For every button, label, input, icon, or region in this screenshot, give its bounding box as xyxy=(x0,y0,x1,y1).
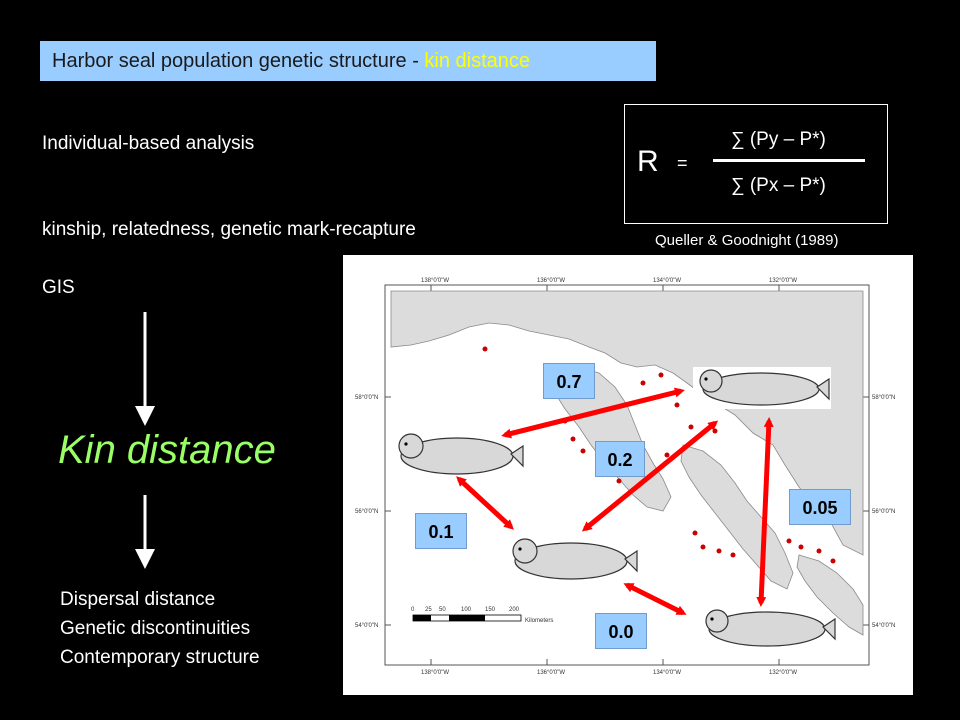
scale-tick: 0 xyxy=(411,607,415,613)
fraction-bar xyxy=(713,159,865,162)
coordinate-labels: 138°0'0"W 136°0'0"W 134°0'0"W 132°0'0"W … xyxy=(355,278,895,676)
lon-label: 138°0'0"W xyxy=(421,278,449,284)
scale-tick: 150 xyxy=(485,607,496,613)
gis-text: GIS xyxy=(42,277,75,298)
relatedness-label: 0.7 xyxy=(543,363,595,399)
map-ticks xyxy=(385,285,869,665)
outcome-item: Genetic discontinuities xyxy=(60,618,251,639)
relatedness-label: 0.05 xyxy=(789,489,851,525)
double-arrow-icon xyxy=(623,582,687,616)
seal-icon xyxy=(398,433,524,475)
double-arrow-icon xyxy=(501,387,685,439)
relatedness-label: 0.0 xyxy=(595,613,647,649)
kin-distance-heading: Kin distance xyxy=(58,428,276,472)
islands xyxy=(796,554,864,636)
double-arrow-icon xyxy=(581,420,719,532)
title-highlight: kin distance xyxy=(424,50,531,72)
slide-title: Harbor seal population genetic structure… xyxy=(40,41,656,81)
lat-label: 54°0'0"N xyxy=(355,623,378,629)
formula-lhs: R xyxy=(637,145,659,178)
outcomes-list: Dispersal distance Genetic discontinuiti… xyxy=(60,585,260,672)
southeast-alaska-map: 138°0'0"W 136°0'0"W 134°0'0"W 132°0'0"W … xyxy=(343,255,913,695)
lat-label: 58°0'0"N xyxy=(872,395,895,401)
formula-equals: = xyxy=(677,153,688,173)
kinship-text: kinship, relatedness, genetic mark-recap… xyxy=(42,219,416,240)
scale-bar xyxy=(412,614,522,622)
scale-tick: 200 xyxy=(509,607,520,613)
down-arrow-icon xyxy=(135,495,155,569)
formula-denominator: ∑ (Px – P*) xyxy=(731,175,826,196)
lon-label: 132°0'0"W xyxy=(769,670,797,676)
relatedness-label: 0.2 xyxy=(595,441,645,477)
down-arrow-icon xyxy=(135,312,155,426)
lat-label: 58°0'0"N xyxy=(355,395,378,401)
relatedness-arrows xyxy=(456,387,774,616)
lon-label: 138°0'0"W xyxy=(421,670,449,676)
lon-label: 134°0'0"W xyxy=(653,670,681,676)
formula-citation: Queller & Goodnight (1989) xyxy=(655,232,839,249)
formula-numerator: ∑ (Py – P*) xyxy=(731,129,826,150)
seal-icon xyxy=(699,369,830,406)
lon-label: 134°0'0"W xyxy=(653,278,681,284)
scale-tick: 100 xyxy=(461,607,472,613)
lon-label: 136°0'0"W xyxy=(537,670,565,676)
outcome-item: Contemporary structure xyxy=(60,647,260,668)
outcome-item: Dispersal distance xyxy=(60,589,216,610)
lon-label: 132°0'0"W xyxy=(769,278,797,284)
double-arrow-icon xyxy=(756,417,774,607)
double-arrow-icon xyxy=(456,476,514,530)
lat-label: 56°0'0"N xyxy=(872,509,895,515)
seal-icon xyxy=(705,609,836,647)
title-prefix: Harbor seal population genetic structure… xyxy=(52,50,425,72)
map-graphic: 138°0'0"W 136°0'0"W 134°0'0"W 132°0'0"W … xyxy=(355,278,895,676)
relatedness-label: 0.1 xyxy=(415,513,467,549)
relatedness-formula: R = ∑ (Py – P*) ∑ (Px – P*) xyxy=(624,104,888,224)
scale-tick: 25 xyxy=(425,607,432,613)
individual-analysis-text: Individual-based analysis xyxy=(42,133,255,154)
lon-label: 136°0'0"W xyxy=(537,278,565,284)
lat-label: 54°0'0"N xyxy=(872,623,895,629)
lat-label: 56°0'0"N xyxy=(355,509,378,515)
scale-unit: Kilometers xyxy=(525,618,553,624)
seal-icon xyxy=(512,538,638,580)
scale-tick: 50 xyxy=(439,607,446,613)
